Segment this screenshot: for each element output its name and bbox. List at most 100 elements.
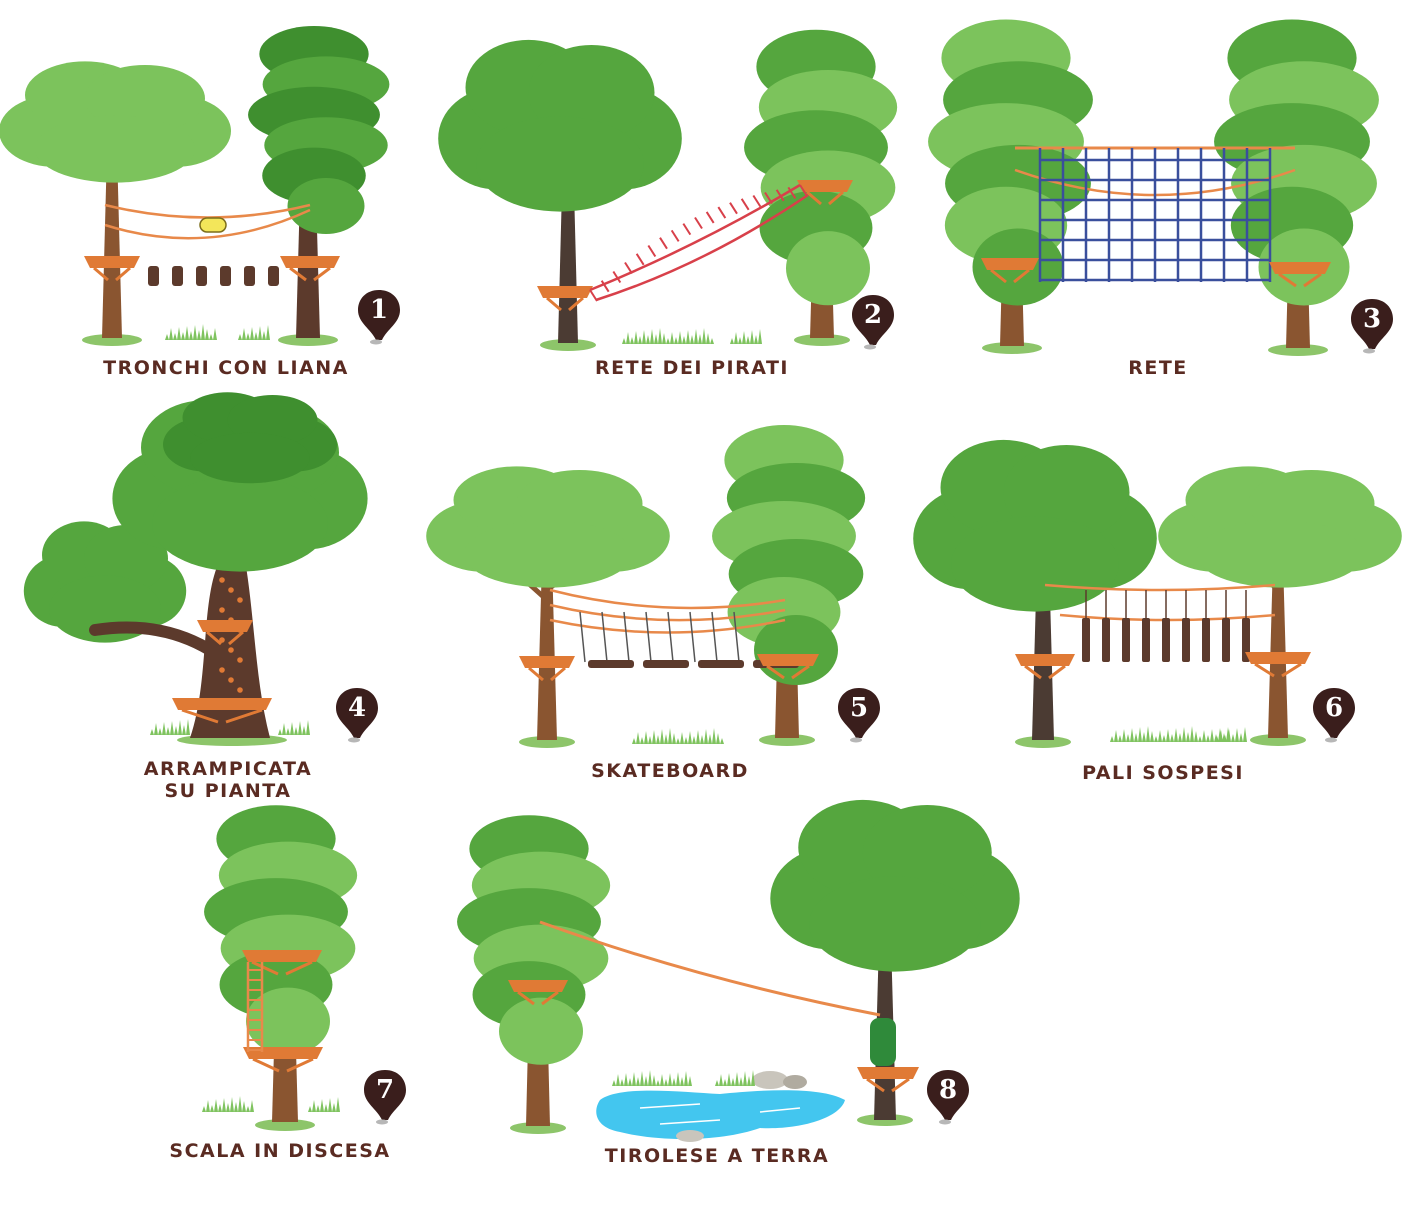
net-rung xyxy=(717,206,727,219)
ground-shadow xyxy=(1250,734,1306,746)
ground-shadow xyxy=(1268,344,1328,356)
activity-scene-2 xyxy=(438,29,898,351)
grass-tuft xyxy=(202,1096,254,1112)
hanger-cable xyxy=(601,611,608,663)
suspended-pole xyxy=(1222,618,1230,662)
number-pin-2: 2 xyxy=(850,293,896,351)
climbing-hold xyxy=(219,607,225,613)
ground-shadow xyxy=(794,334,850,346)
hanger-cable xyxy=(689,611,696,663)
ground-shadow xyxy=(519,736,575,748)
leaf-cluster xyxy=(35,115,195,183)
net-rung xyxy=(787,186,797,199)
net-rung xyxy=(589,289,598,302)
landing-pad xyxy=(870,1018,896,1066)
suspended-pole xyxy=(1162,618,1170,662)
wooden-platform xyxy=(84,256,140,268)
leaf-cluster xyxy=(152,476,328,572)
platform-brace xyxy=(1278,272,1322,288)
platform-brace xyxy=(866,1077,910,1093)
net-rung xyxy=(740,198,750,211)
activity-scene-3 xyxy=(928,19,1379,356)
activity-label-2: RETE DEI PIRATI xyxy=(595,357,789,379)
suspended-pole xyxy=(1082,618,1090,662)
leaf-cluster xyxy=(499,997,583,1065)
hanger-cable xyxy=(667,611,674,663)
grass-tuft xyxy=(278,720,310,735)
net-rung xyxy=(775,189,785,202)
wooden-platform xyxy=(981,258,1039,270)
leaf-cluster xyxy=(287,178,365,234)
climbing-hold xyxy=(219,637,225,643)
platform-brace xyxy=(252,1057,314,1073)
number-pin-5: 5 xyxy=(836,686,882,744)
hanging-log xyxy=(196,266,207,286)
climbing-hold xyxy=(228,677,234,683)
number-pin-7: 7 xyxy=(362,1068,408,1126)
platform-brace xyxy=(289,266,331,282)
platform-brace xyxy=(528,666,566,682)
map-pin-icon xyxy=(336,688,378,743)
leaf-cluster xyxy=(464,520,632,588)
climbing-hold xyxy=(237,687,243,693)
skateboard-plank xyxy=(643,660,689,668)
hanging-log xyxy=(148,266,159,286)
rope-line xyxy=(549,603,786,622)
leaf-cluster xyxy=(1196,520,1364,588)
ground-shadow xyxy=(510,1122,566,1134)
wooden-platform xyxy=(242,950,322,962)
grass-tuft xyxy=(308,1097,340,1112)
water-pond xyxy=(596,1090,845,1140)
map-pin-icon xyxy=(1351,299,1393,354)
grass-tuft xyxy=(150,719,190,735)
suspended-pole xyxy=(1142,618,1150,662)
climbing-hold xyxy=(228,587,234,593)
wooden-platform xyxy=(1245,652,1311,664)
activity-label-5: SKATEBOARD xyxy=(591,760,749,782)
platform-brace xyxy=(766,664,810,680)
rope-line xyxy=(549,588,786,610)
rope-line xyxy=(1044,583,1276,592)
platform-brace xyxy=(181,708,263,724)
tree-trunk xyxy=(102,150,122,338)
map-pin-icon xyxy=(927,1070,969,1125)
wooden-platform xyxy=(197,620,253,632)
activity-scene-4 xyxy=(23,392,368,746)
wooden-platform xyxy=(243,1047,323,1059)
platform-brace xyxy=(546,296,584,312)
side-branch xyxy=(89,621,216,656)
leaf-cluster xyxy=(85,65,205,133)
net-edge-bottom xyxy=(595,193,809,302)
net-rung xyxy=(729,202,738,215)
platform-brace xyxy=(1254,662,1302,678)
leaf-cluster xyxy=(951,516,1119,612)
ground-shadow xyxy=(540,339,596,351)
net-rung xyxy=(635,253,645,266)
map-pin-icon xyxy=(358,290,400,345)
map-pin-icon xyxy=(1313,688,1355,743)
wooden-platform xyxy=(797,180,853,192)
tree-trunk xyxy=(1268,560,1288,738)
number-pin-6: 6 xyxy=(1311,686,1357,744)
map-pin-icon xyxy=(838,688,880,743)
zipline-cable xyxy=(539,920,881,1017)
hanger-cable xyxy=(711,611,718,663)
liana-handle xyxy=(199,217,227,233)
grass-tuft xyxy=(715,1070,755,1086)
rope-line xyxy=(104,203,311,219)
climbing-hold xyxy=(228,647,234,653)
rock xyxy=(783,1075,807,1089)
skateboard-plank xyxy=(698,660,744,668)
activity-scene-8 xyxy=(457,799,1020,1142)
climbing-hold xyxy=(237,657,243,663)
hanger-cable xyxy=(733,611,740,663)
skateboard-plank xyxy=(588,660,634,668)
platform-brace xyxy=(990,268,1030,284)
hanging-log xyxy=(244,266,255,286)
grass-tuft xyxy=(165,324,217,340)
rope-line xyxy=(104,208,311,240)
activity-label-6: PALI SOSPESI xyxy=(1082,762,1244,784)
net-rung xyxy=(612,270,622,284)
net-rung xyxy=(764,191,773,205)
